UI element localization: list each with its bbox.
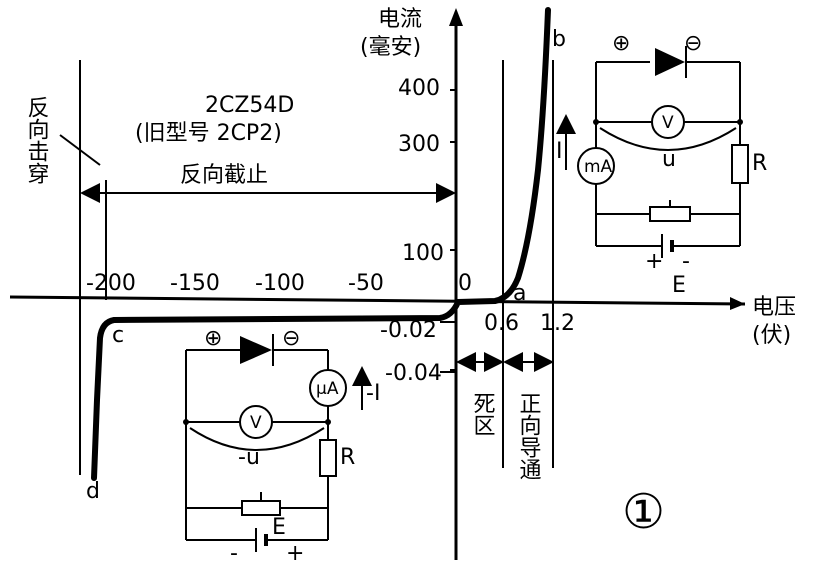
fwd-u: u	[662, 147, 676, 172]
x-tick-0: 0	[458, 271, 472, 296]
rev-diode-icon	[240, 336, 272, 364]
x-axis-line	[9, 295, 746, 306]
x-tick-0.6: 0.6	[484, 311, 519, 336]
rev-u: -u	[238, 445, 260, 470]
x-tick-neg150: -150	[170, 271, 220, 296]
fwd-plus: ⊕	[612, 31, 630, 56]
voltmeter-icon	[651, 105, 685, 139]
x-axis-arrow-icon	[730, 297, 745, 310]
rev-ua: μA	[316, 379, 339, 399]
point-b: b	[552, 27, 566, 52]
figure-number: ①	[622, 484, 665, 540]
fwd-e: E	[672, 273, 686, 298]
model-line1: 2CZ54D	[205, 93, 294, 118]
rev-v: V	[250, 413, 262, 433]
rev-r: R	[340, 445, 355, 470]
dead-zone-label: 死区	[470, 392, 496, 436]
rev-rheostat-icon	[241, 500, 281, 516]
forward-label: 正向导通	[516, 392, 542, 480]
y-title-1: 电流	[378, 7, 422, 32]
forward-circuit	[556, 46, 749, 258]
breakdown-label: 反向击穿	[24, 96, 49, 184]
rev-e: E	[272, 515, 286, 540]
rev-batt-minus: -	[230, 541, 238, 566]
point-c: c	[112, 323, 124, 348]
tick-neg0.02: -0.02	[380, 318, 437, 343]
rev-plus: ⊕	[204, 326, 222, 351]
x-title-2: (伏)	[752, 323, 791, 348]
tick-neg0.04: -0.04	[385, 361, 442, 386]
fwd-ma: mA	[584, 157, 613, 177]
y-tick-100: 100	[402, 241, 444, 266]
x-tick-neg200: -200	[86, 271, 136, 296]
reverse-circuit	[183, 334, 372, 552]
fwd-batt-minus: -	[682, 249, 690, 274]
point-a: a	[513, 281, 526, 306]
rev-batt-plus: +	[286, 541, 304, 566]
y-axis-arrow-icon	[449, 8, 463, 26]
point-d: d	[86, 479, 100, 504]
reverse-cutoff-label: 反向截止	[180, 163, 268, 188]
y-tick-300: 300	[398, 132, 440, 157]
fwd-v: V	[662, 113, 674, 133]
x-tick-neg100: -100	[255, 271, 305, 296]
diode-icon	[655, 48, 685, 76]
fwd-minus: ⊖	[684, 31, 702, 56]
rheostat-icon	[649, 206, 691, 222]
resistor-icon	[731, 144, 749, 184]
x-tick-1.2: 1.2	[540, 311, 575, 336]
fwd-batt-plus: +	[645, 249, 663, 274]
fwd-i: I	[556, 139, 563, 164]
x-tick-neg50: -50	[348, 271, 384, 296]
model-line2: (旧型号 2CP2)	[135, 121, 282, 146]
fwd-r: R	[752, 151, 767, 176]
iv-curve	[91, 7, 551, 481]
rev-resistor-icon	[319, 439, 337, 477]
rev-minus: ⊖	[282, 326, 300, 351]
y-tick-400: 400	[398, 76, 440, 101]
rev-i: -I	[366, 381, 380, 406]
y-title-2: (毫安)	[360, 35, 421, 60]
x-title-1: 电压	[752, 295, 796, 320]
